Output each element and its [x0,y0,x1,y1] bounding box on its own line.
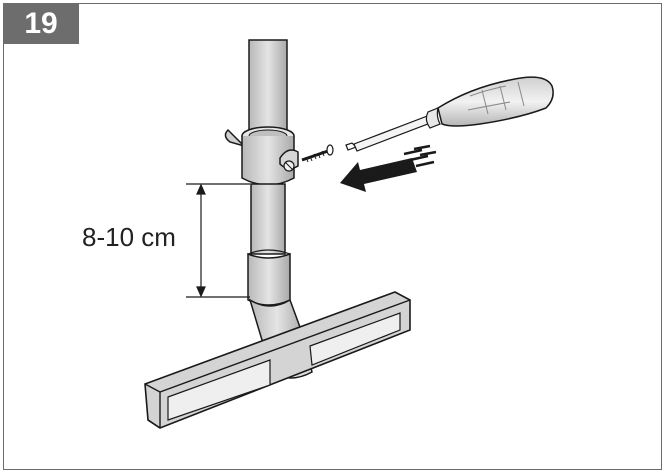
step-number-badge: 19 [3,3,79,44]
middle-tube [247,183,291,306]
upper-tube [248,39,288,141]
measurement-label: 8-10 cm [82,222,176,252]
floor-nozzle [144,291,411,429]
screwdriver-icon [345,76,554,152]
clamp-collar [224,126,299,186]
screw-icon [301,144,334,163]
dimension-arrow [186,183,250,298]
illustration-frame [3,3,662,470]
insert-direction-arrow [340,144,437,192]
